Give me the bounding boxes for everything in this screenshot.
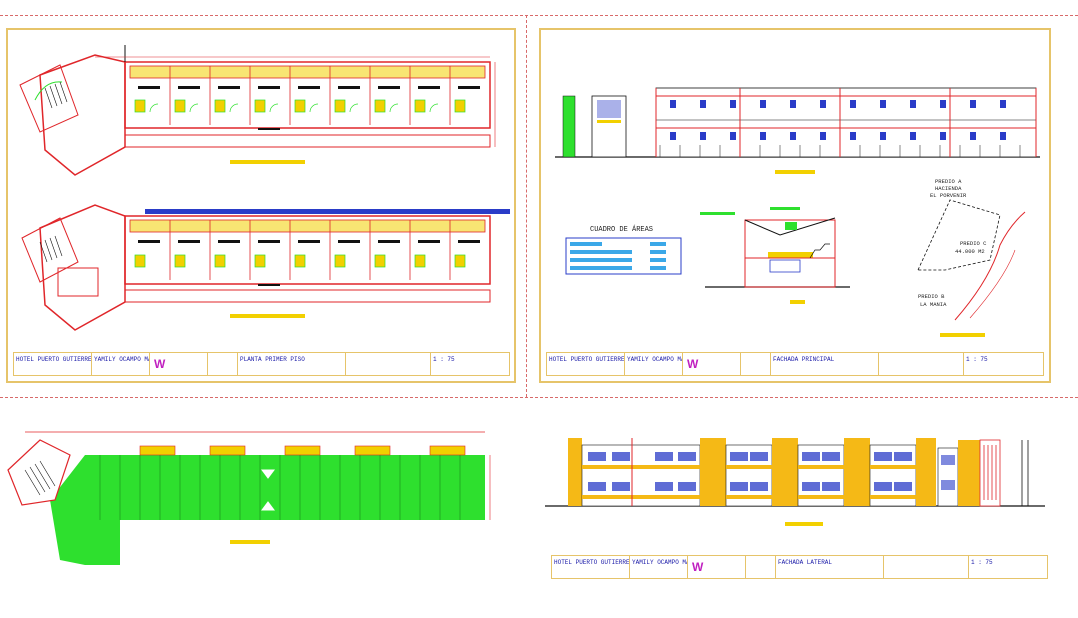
tb-scale: 1 : 75 <box>971 559 993 566</box>
first-floor-plan <box>19 45 496 176</box>
areas-table <box>565 237 682 275</box>
areas-table-title: CUADRO DE ÁREAS <box>590 226 654 234</box>
tb-cell-3 <box>208 353 238 375</box>
roof-plan <box>7 431 491 565</box>
site-label-predio-c: PREDIO C <box>960 240 987 247</box>
site-label-hacienda: HACIENDA <box>935 185 962 192</box>
title-block-sheet-3: HOTEL PUERTO GUTIERREZ YAMILY OCAMPO MAZ… <box>551 555 1048 579</box>
sheet-boundary-top <box>0 15 1078 16</box>
second-floor-plan <box>21 204 510 331</box>
site-label-el-porvenir: EL PORVENIR <box>930 192 967 199</box>
tb-sheet-label: FACHADA PRINCIPAL <box>771 353 879 375</box>
tb-cell-5 <box>879 353 964 375</box>
site-label-predio-a: PREDIO A <box>935 178 962 185</box>
site-plan <box>917 199 1026 337</box>
tb-author: YAMILY OCAMPO MAZO <box>630 556 688 578</box>
university-logo-icon: W <box>154 357 166 371</box>
tb-project: HOTEL PUERTO GUTIERREZ <box>547 353 625 375</box>
site-label-predio-b: PREDIO B <box>918 293 945 300</box>
site-label-area: 44.000 M2 <box>955 248 985 255</box>
site-label-la-mania: LA MANIA <box>920 301 947 308</box>
tb-project: HOTEL PUERTO GUTIERREZ <box>552 556 630 578</box>
tb-project: HOTEL PUERTO GUTIERREZ <box>14 353 92 375</box>
sheet-boundary-middle <box>0 397 1078 398</box>
university-logo-icon: W <box>687 357 699 371</box>
tb-cell-5 <box>346 353 431 375</box>
sheet-floor-plans <box>6 28 516 383</box>
tb-sheet-label: FACHADA LATERAL <box>776 556 884 578</box>
title-block-sheet-2: HOTEL PUERTO GUTIERREZ YAMILY OCAMPO MAZ… <box>546 352 1044 376</box>
main-facade-elevation <box>555 87 1040 174</box>
title-block-sheet-1: HOTEL PUERTO GUTIERREZ YAMILY OCAMPO MAZ… <box>13 352 510 376</box>
tb-scale: 1 : 75 <box>966 356 988 363</box>
tb-cell-3 <box>746 556 776 578</box>
university-logo-icon: W <box>692 560 704 574</box>
tb-sheet-label: PLANTA PRIMER PISO <box>238 353 346 375</box>
tb-cell-5 <box>884 556 969 578</box>
sheet-boundary-vertical <box>526 15 527 397</box>
sheet-elevations <box>539 28 1051 383</box>
tb-logo-cell: W <box>688 556 746 578</box>
lateral-facade-elevation <box>545 438 1045 526</box>
tb-logo-cell: W <box>683 353 741 375</box>
tb-author: YAMILY OCAMPO MAZO <box>625 353 683 375</box>
tb-logo-cell: W <box>150 353 208 375</box>
tb-scale: 1 : 75 <box>433 356 455 363</box>
cross-section <box>700 207 850 304</box>
tb-cell-3 <box>741 353 771 375</box>
tb-author: YAMILY OCAMPO MAZO <box>92 353 150 375</box>
